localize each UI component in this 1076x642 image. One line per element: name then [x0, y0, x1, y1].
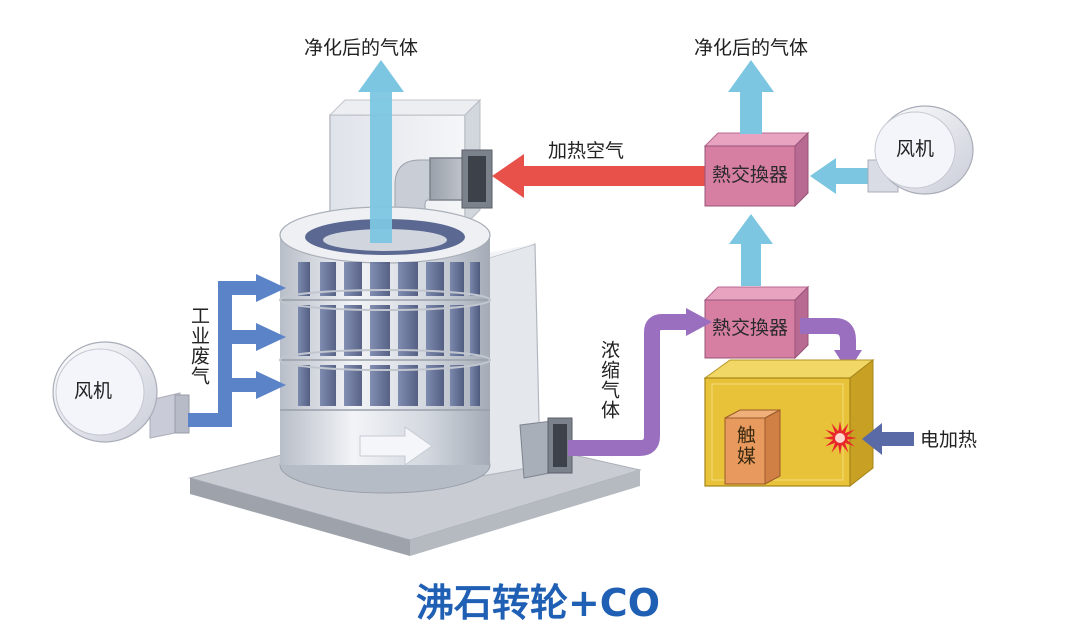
- electric-heating-arrow: [862, 423, 914, 455]
- rotor-panel: [398, 365, 418, 406]
- rotor-panel: [450, 365, 464, 406]
- rotor-panel: [426, 262, 444, 296]
- catalyst-label: 触媒: [733, 425, 756, 467]
- catalyst-block: [724, 409, 781, 485]
- rotor-panel: [398, 305, 418, 356]
- heated-air-arrow: [492, 154, 706, 198]
- zeolite-rotor: [279, 206, 491, 494]
- concentrated-gas-pipe: [568, 308, 712, 456]
- rotor-panel: [426, 365, 444, 406]
- spark-icon: [823, 421, 857, 455]
- electric-heating-label: 电加热: [920, 429, 978, 451]
- rotor-panel: [344, 262, 362, 296]
- heat-exchanger-bottom-label: 熱交換器: [712, 317, 789, 339]
- heat-exchanger-link-arrow: [729, 214, 773, 286]
- rotor-panel: [298, 365, 310, 406]
- heated-air-label: 加热空气: [548, 140, 625, 162]
- clean-gas-label-left: 净化后的气体: [304, 37, 419, 59]
- rotor-rotation-arrow: [359, 426, 433, 466]
- fan-right-label: 风机: [896, 138, 935, 160]
- fan-to-heat-exchanger-arrow: [810, 158, 874, 194]
- rotor-panel: [426, 305, 444, 356]
- rotor-panel: [320, 365, 336, 406]
- clean-gas-label-right: 净化后的气体: [694, 37, 809, 59]
- rotor-panel: [298, 305, 310, 356]
- rotor-panel: [470, 365, 480, 406]
- waste-gas-manifold: [188, 274, 286, 427]
- rotor-outlet-duct: [519, 417, 573, 479]
- rotor-panel: [320, 305, 336, 356]
- heat-exchanger-top-box: [703, 131, 810, 208]
- concentrated-gas-label: 浓缩气体: [597, 340, 620, 420]
- rotor-panel: [398, 262, 418, 296]
- rotor-panel: [450, 262, 464, 296]
- industrial-waste-gas-label: 工业废气: [187, 306, 210, 386]
- fan-right: [867, 105, 974, 195]
- clean-gas-arrow-left: [358, 60, 404, 243]
- rotor-panel: [298, 262, 310, 296]
- heat-exchanger-bottom-box: [703, 285, 810, 360]
- heat-exchanger-top-label: 熱交換器: [712, 164, 789, 186]
- rotor-panel: [470, 305, 480, 356]
- rotor-panel: [370, 365, 390, 406]
- fan-left-label: 风机: [74, 380, 113, 402]
- rotor-adsorption-panels: [298, 262, 480, 406]
- fan-left: [52, 341, 190, 443]
- clean-gas-arrow-right: [728, 60, 774, 134]
- diagram-title: 沸石转轮+CO: [415, 581, 661, 625]
- rotor-panel: [370, 262, 390, 296]
- rotor-panel: [370, 305, 390, 356]
- rotor-panel: [320, 262, 336, 296]
- rotor-panel: [470, 262, 480, 296]
- rotor-panel: [344, 365, 362, 406]
- hood-outlet-flange: [429, 149, 493, 209]
- rotor-panel: [344, 305, 362, 356]
- rotor-panel: [450, 305, 464, 356]
